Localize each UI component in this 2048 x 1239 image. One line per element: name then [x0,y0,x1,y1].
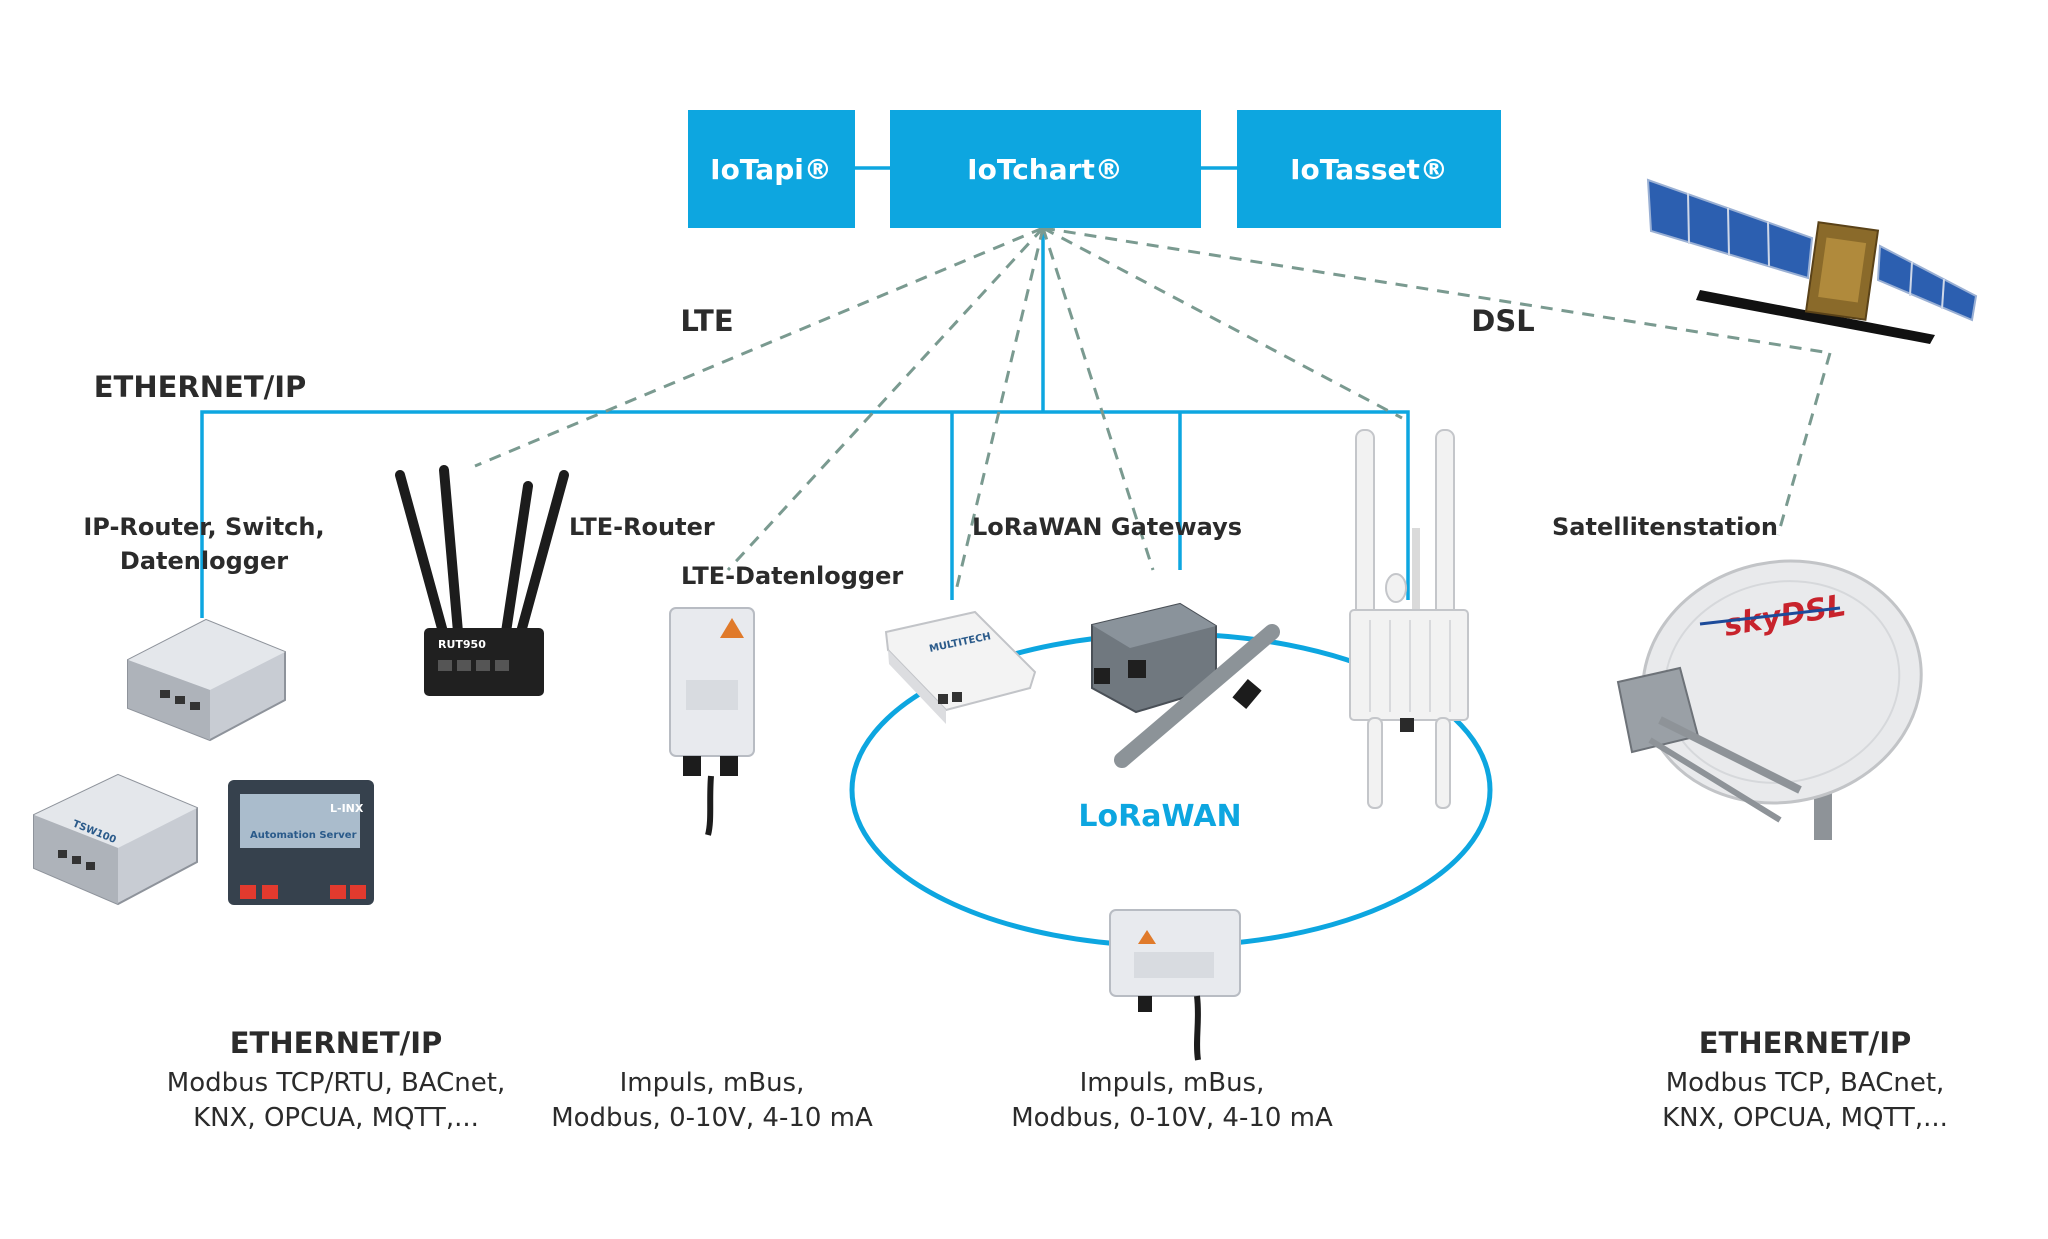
lte-datalogger-image [669,607,755,836]
iotasset-label: IoTasset® [1290,153,1448,186]
satellite-dish-image: skyDSL [1616,559,1923,840]
lora-sensor-image [1109,909,1241,1061]
linx-sub-label: Automation Server [250,830,357,841]
linx-server-image: L-INX Automation Server [228,780,374,905]
lte-datenlogger-label: LTE-Datenlogger [681,562,903,590]
satellitenstation-label: Satellitenstation [1552,513,1778,541]
ip-router-label-line2: Datenlogger [120,547,288,575]
footer-left: ETHERNET/IP Modbus TCP/RTU, BACnet, KNX,… [167,1026,505,1133]
footer-center-line2: Modbus, 0-10V, 4-10 mA [1011,1103,1333,1133]
ip-router-image [127,618,286,742]
switch-image: TSW100 [33,773,198,906]
iotapi-label: IoTapi® [710,153,832,186]
footer-mid-line1: Impuls, mBus, [620,1068,805,1098]
lte-router-image: RUT950 [395,465,569,696]
satellite-icon [1646,178,1978,344]
multitech-gateway-image: MULTITECH [884,610,1037,724]
footer-left-line1: Modbus TCP/RTU, BACnet, [167,1068,505,1098]
linx-label: L-INX [330,802,364,815]
ethernet-bus [200,228,1410,618]
footer-left-title: ETHERNET/IP [230,1026,443,1060]
footer-left-line2: KNX, OPCUA, MQTT,... [193,1103,479,1133]
iotasset-box[interactable] [1237,110,1501,228]
iotchart-label: IoTchart® [967,153,1123,186]
footer-center: Impuls, mBus, Modbus, 0-10V, 4-10 mA [1011,1068,1333,1133]
footer-right-title: ETHERNET/IP [1699,1026,1912,1060]
lte-link-label: LTE [680,304,733,338]
ip-router-label-line1: IP-Router, Switch, [83,513,324,541]
platform-boxes: IoTapi® IoTchart® IoTasset® [688,110,1501,228]
footer-mid: Impuls, mBus, Modbus, 0-10V, 4-10 mA [551,1068,873,1133]
footer-center-line1: Impuls, mBus, [1080,1068,1265,1098]
lorawan-gateways-label: LoRaWAN Gateways [972,513,1242,541]
footer-right-line2: KNX, OPCUA, MQTT,... [1662,1103,1948,1133]
lorawan-label: LoRaWAN [1078,799,1241,834]
router-model-label: RUT950 [438,638,486,651]
footer-right: ETHERNET/IP Modbus TCP, BACnet, KNX, OPC… [1662,1026,1948,1133]
dsl-link-label: DSL [1471,304,1534,338]
footer-mid-line2: Modbus, 0-10V, 4-10 mA [551,1103,873,1133]
footer-right-line1: Modbus TCP, BACnet, [1666,1068,1945,1098]
mast-gateway-image [1349,429,1469,809]
outdoor-gateway-image [1091,602,1280,768]
lte-router-label: LTE-Router [569,513,715,541]
iotchart-box[interactable] [890,110,1201,228]
ethernet-ip-top-label: ETHERNET/IP [94,370,307,404]
iotapi-box[interactable] [688,110,855,228]
wireless-links [474,226,1832,596]
